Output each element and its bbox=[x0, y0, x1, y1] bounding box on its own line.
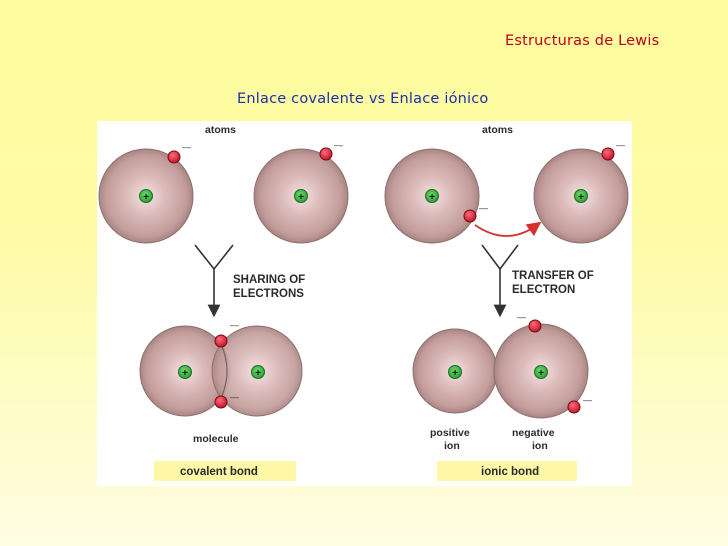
electron-icon bbox=[528, 319, 542, 333]
electron-charge: — bbox=[583, 395, 592, 405]
ionic-atom-1: + — bbox=[384, 148, 488, 244]
electron-icon bbox=[319, 147, 333, 161]
covalent-atom-2: + — bbox=[253, 140, 349, 244]
covalent-atom-1: + — bbox=[98, 142, 194, 244]
nucleus-charge: + bbox=[298, 192, 304, 203]
electron-charge: — bbox=[182, 142, 191, 152]
negative-ion-label-line2: ion bbox=[532, 440, 548, 452]
nucleus-charge: + bbox=[182, 368, 188, 379]
sharing-label-line1: SHARING OF bbox=[233, 274, 305, 286]
covalent-bond-label: covalent bond bbox=[180, 466, 258, 478]
nucleus-icon bbox=[574, 189, 588, 203]
header-title: Estructuras de Lewis bbox=[505, 33, 660, 49]
shared-electron-icon bbox=[214, 395, 228, 409]
slide-subtitle: Enlace covalente vs Enlace iónico bbox=[237, 91, 489, 107]
electron-icon bbox=[167, 150, 181, 164]
electron-charge: — bbox=[230, 320, 239, 330]
negative-ion-label-line1: negative bbox=[512, 427, 555, 439]
nucleus-icon bbox=[534, 365, 548, 379]
covalent-molecule: + + — — bbox=[139, 320, 303, 417]
covalent-bond-label-bg bbox=[154, 461, 296, 481]
nucleus-charge: + bbox=[538, 368, 544, 379]
electron-charge: — bbox=[230, 392, 239, 402]
nucleus-charge: + bbox=[255, 368, 261, 379]
nucleus-icon bbox=[425, 189, 439, 203]
positive-ion-label-line2: ion bbox=[444, 440, 460, 452]
nucleus-charge: + bbox=[429, 192, 435, 203]
electron-charge: — bbox=[616, 140, 625, 150]
electron-charge: — bbox=[334, 140, 343, 150]
positive-ion-label-line1: positive bbox=[430, 427, 470, 439]
transfer-label-line2: ELECTRON bbox=[512, 284, 575, 296]
nucleus-charge: + bbox=[578, 192, 584, 203]
electron-icon bbox=[463, 209, 477, 223]
transfer-arrow-icon bbox=[474, 221, 542, 237]
ionic-bond-label: ionic bond bbox=[481, 466, 539, 478]
nucleus-icon bbox=[294, 189, 308, 203]
molecule-label: molecule bbox=[193, 433, 239, 445]
electron-icon bbox=[567, 400, 581, 414]
sharing-arrow-icon bbox=[194, 244, 234, 318]
negative-ion: + — — bbox=[493, 312, 592, 419]
bond-comparison-figure: atoms + — + — SHARING OF ELECTRONS bbox=[97, 121, 632, 486]
nucleus-icon bbox=[139, 189, 153, 203]
covalent-atoms-label: atoms bbox=[205, 124, 236, 136]
nucleus-icon bbox=[251, 365, 265, 379]
electron-charge: — bbox=[517, 312, 526, 322]
ionic-bond-label-bg bbox=[437, 461, 577, 481]
electron-charge: — bbox=[479, 203, 488, 213]
nucleus-icon bbox=[448, 365, 462, 379]
shared-electron-icon bbox=[214, 334, 228, 348]
electron-icon bbox=[601, 147, 615, 161]
sharing-label-line2: ELECTRONS bbox=[233, 288, 304, 300]
nucleus-charge: + bbox=[452, 368, 458, 379]
ionic-atoms-label: atoms bbox=[482, 124, 513, 136]
transfer-y-arrow-icon bbox=[481, 244, 519, 318]
bond-diagram: atoms + — + — SHARING OF ELECTRONS bbox=[98, 124, 629, 481]
nucleus-charge: + bbox=[143, 192, 149, 203]
positive-ion: + bbox=[412, 328, 498, 414]
transfer-label-line1: TRANSFER OF bbox=[512, 270, 594, 282]
nucleus-icon bbox=[178, 365, 192, 379]
ionic-atom-2: + — bbox=[533, 140, 629, 244]
